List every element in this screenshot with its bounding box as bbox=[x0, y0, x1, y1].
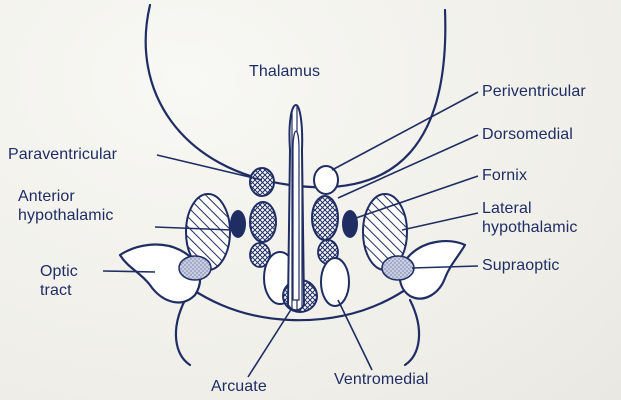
right-tract-lower bbox=[405, 300, 419, 365]
dorsomedial-left bbox=[250, 202, 276, 242]
label-thalamus: Thalamus bbox=[249, 62, 320, 81]
dorsomedial-right bbox=[312, 196, 338, 240]
ventromedial-right bbox=[321, 258, 349, 306]
paraventricular-left bbox=[250, 168, 274, 196]
paraventricular-right bbox=[314, 166, 338, 194]
leader-dorsomedial bbox=[338, 135, 478, 198]
ventricle-inner bbox=[293, 131, 299, 300]
leader-optic-tract bbox=[103, 271, 155, 272]
label-periventricular: Periventricular bbox=[482, 82, 586, 101]
supraoptic-right bbox=[382, 256, 414, 280]
label-fornix: Fornix bbox=[482, 166, 527, 185]
leader-paraventricular bbox=[157, 155, 262, 180]
label-arcuate: Arcuate bbox=[211, 377, 267, 396]
label-lateral-hypothalamic: Lateral hypothalamic bbox=[482, 199, 577, 237]
label-supraoptic: Supraoptic bbox=[482, 256, 560, 275]
leader-ventromedial bbox=[338, 300, 372, 370]
left-tract-lower bbox=[176, 300, 190, 365]
label-anterior-hypothalamic: Anterior hypothalamic bbox=[18, 187, 113, 225]
label-ventromedial: Ventromedial bbox=[334, 370, 429, 389]
label-optic-tract: Optic tract bbox=[40, 262, 78, 300]
fornix-right bbox=[342, 210, 358, 238]
label-paraventricular: Paraventricular bbox=[8, 145, 117, 164]
supraoptic-left bbox=[179, 256, 211, 280]
fornix-left bbox=[230, 210, 246, 238]
label-dorsomedial: Dorsomedial bbox=[482, 125, 573, 144]
leader-lateral-hypothalamic bbox=[402, 213, 478, 230]
